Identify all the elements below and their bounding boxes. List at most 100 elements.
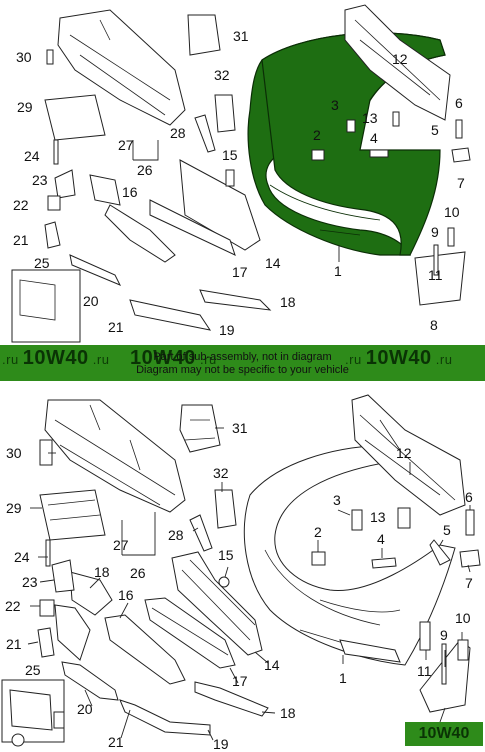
strip-4 <box>371 557 397 569</box>
callout-5: 5 <box>443 522 451 538</box>
top-callout-16: 16 <box>122 184 138 200</box>
top-bracket-18b <box>89 174 121 206</box>
bolt-6 <box>465 509 475 536</box>
top-clip-30 <box>46 49 54 65</box>
top-callout-23: 23 <box>32 172 48 188</box>
bottom-leaders <box>27 427 471 741</box>
callout-26: 26 <box>130 565 146 581</box>
callout-28: 28 <box>168 527 184 543</box>
rod-9 <box>441 643 447 685</box>
trim-strip-28 <box>189 514 213 552</box>
top-callout-14: 14 <box>265 255 281 271</box>
callout-30: 30 <box>6 445 22 461</box>
watermark-brand: 10W40 <box>130 347 196 369</box>
top-bolt-10 <box>447 227 455 247</box>
top-callout-13: 13 <box>362 110 378 126</box>
top-callout-2: 2 <box>313 127 321 143</box>
clip-21 <box>37 627 55 658</box>
top-lower-grille-14 <box>179 159 261 251</box>
watermark-prefix: .ru <box>2 352 19 367</box>
lower-grille-17 <box>144 597 236 669</box>
clip-2 <box>311 551 326 566</box>
callout-15: 15 <box>218 547 234 563</box>
bracket-11 <box>419 621 431 651</box>
callout-32: 32 <box>213 465 229 481</box>
top-callout-4: 4 <box>370 130 378 146</box>
top-callout-21b: 21 <box>13 232 29 248</box>
clip-3 <box>351 509 363 531</box>
top-callout-18: 18 <box>280 294 296 310</box>
top-callout-27: 27 <box>118 137 134 153</box>
top-trim-20 <box>69 254 122 286</box>
watermark-group-1: .ru 10W40 .ru <box>2 347 109 370</box>
notice-banner: .ru 10W40 .ru 10W40 .ru .ru 10W40 .ru Pa… <box>0 345 485 381</box>
callout-3: 3 <box>333 492 341 508</box>
plate-clip <box>53 711 65 729</box>
callout-18b: 18 <box>94 564 110 580</box>
bottom-diagram <box>1 394 481 747</box>
top-clip-2 <box>311 149 325 161</box>
watermark-brand: 10W40 <box>22 347 89 369</box>
top-callout-6: 6 <box>455 95 463 111</box>
callout-2: 2 <box>314 524 322 540</box>
top-bracket-32 <box>214 94 236 133</box>
top-callout-11: 11 <box>428 267 443 283</box>
callout-16: 16 <box>118 587 134 603</box>
top-callout-10: 10 <box>444 204 460 220</box>
top-callout-32: 32 <box>214 67 230 83</box>
top-callout-22: 22 <box>13 197 29 213</box>
clip-7 <box>459 549 481 568</box>
top-callout-12: 12 <box>392 51 408 67</box>
bolt-10 <box>457 639 469 661</box>
grille-frame <box>69 571 113 616</box>
rod-24 <box>45 539 51 567</box>
highlighted-bumper-fascia <box>261 32 446 256</box>
top-callout-24: 24 <box>24 148 40 164</box>
top-callout-25: 25 <box>34 255 50 271</box>
callout-18: 18 <box>280 705 296 721</box>
callout-31: 31 <box>232 420 248 436</box>
top-callout-15: 15 <box>222 147 238 163</box>
watermark-group-3: .ru 10W40 .ru <box>345 347 452 370</box>
top-callout-19: 19 <box>219 322 235 338</box>
top-bracket-31 <box>187 14 221 56</box>
top-strip-4 <box>369 149 389 158</box>
banner-line-1: Part of sub-assembly, not in diagram <box>153 351 332 363</box>
impact-beam <box>44 399 186 513</box>
banner-line-2: Diagram may not be specific to your vehi… <box>136 364 349 376</box>
top-callout-7: 7 <box>457 175 465 191</box>
lower-spoiler-20 <box>61 661 119 701</box>
callout-25: 25 <box>25 662 41 678</box>
energy-absorber <box>39 489 106 541</box>
watermark-logo-bottom: 10W40 <box>405 722 483 746</box>
callout-6: 6 <box>465 489 473 505</box>
bottom-callouts: 1 2 3 4 5 6 7 8 9 10 11 12 13 14 15 16 1… <box>5 420 473 752</box>
top-callout-17: 17 <box>232 264 248 280</box>
top-impact-beam <box>57 9 186 126</box>
bracket-22 <box>39 599 55 617</box>
callout-23: 23 <box>22 574 38 590</box>
callout-10: 10 <box>455 610 471 626</box>
side-bracket-31 <box>179 404 221 453</box>
top-callouts: 1 2 3 4 5 6 7 8 9 10 11 12 13 14 15 16 1… <box>13 28 465 338</box>
top-diagram <box>11 4 471 343</box>
bracket-23 <box>51 559 75 593</box>
watermark-prefix: .ru <box>345 352 362 367</box>
callout-1: 1 <box>339 670 347 686</box>
callout-20: 20 <box>77 701 93 717</box>
lower-trim-19 <box>119 699 211 736</box>
watermark-brand: 10W40 <box>365 347 432 369</box>
top-callout-5: 5 <box>431 122 439 138</box>
top-absorber-29 <box>44 94 106 141</box>
top-trim-19 <box>129 299 212 331</box>
top-trim-17 <box>149 199 236 256</box>
top-rod-11 <box>433 244 439 276</box>
callout-19: 19 <box>213 736 229 752</box>
grommet-15 <box>218 576 230 588</box>
top-callout-3: 3 <box>331 97 339 113</box>
top-clip-15 <box>225 169 235 187</box>
mount-bracket-32 <box>214 489 237 529</box>
watermark-group-2: 10W40 .ru <box>130 347 217 370</box>
